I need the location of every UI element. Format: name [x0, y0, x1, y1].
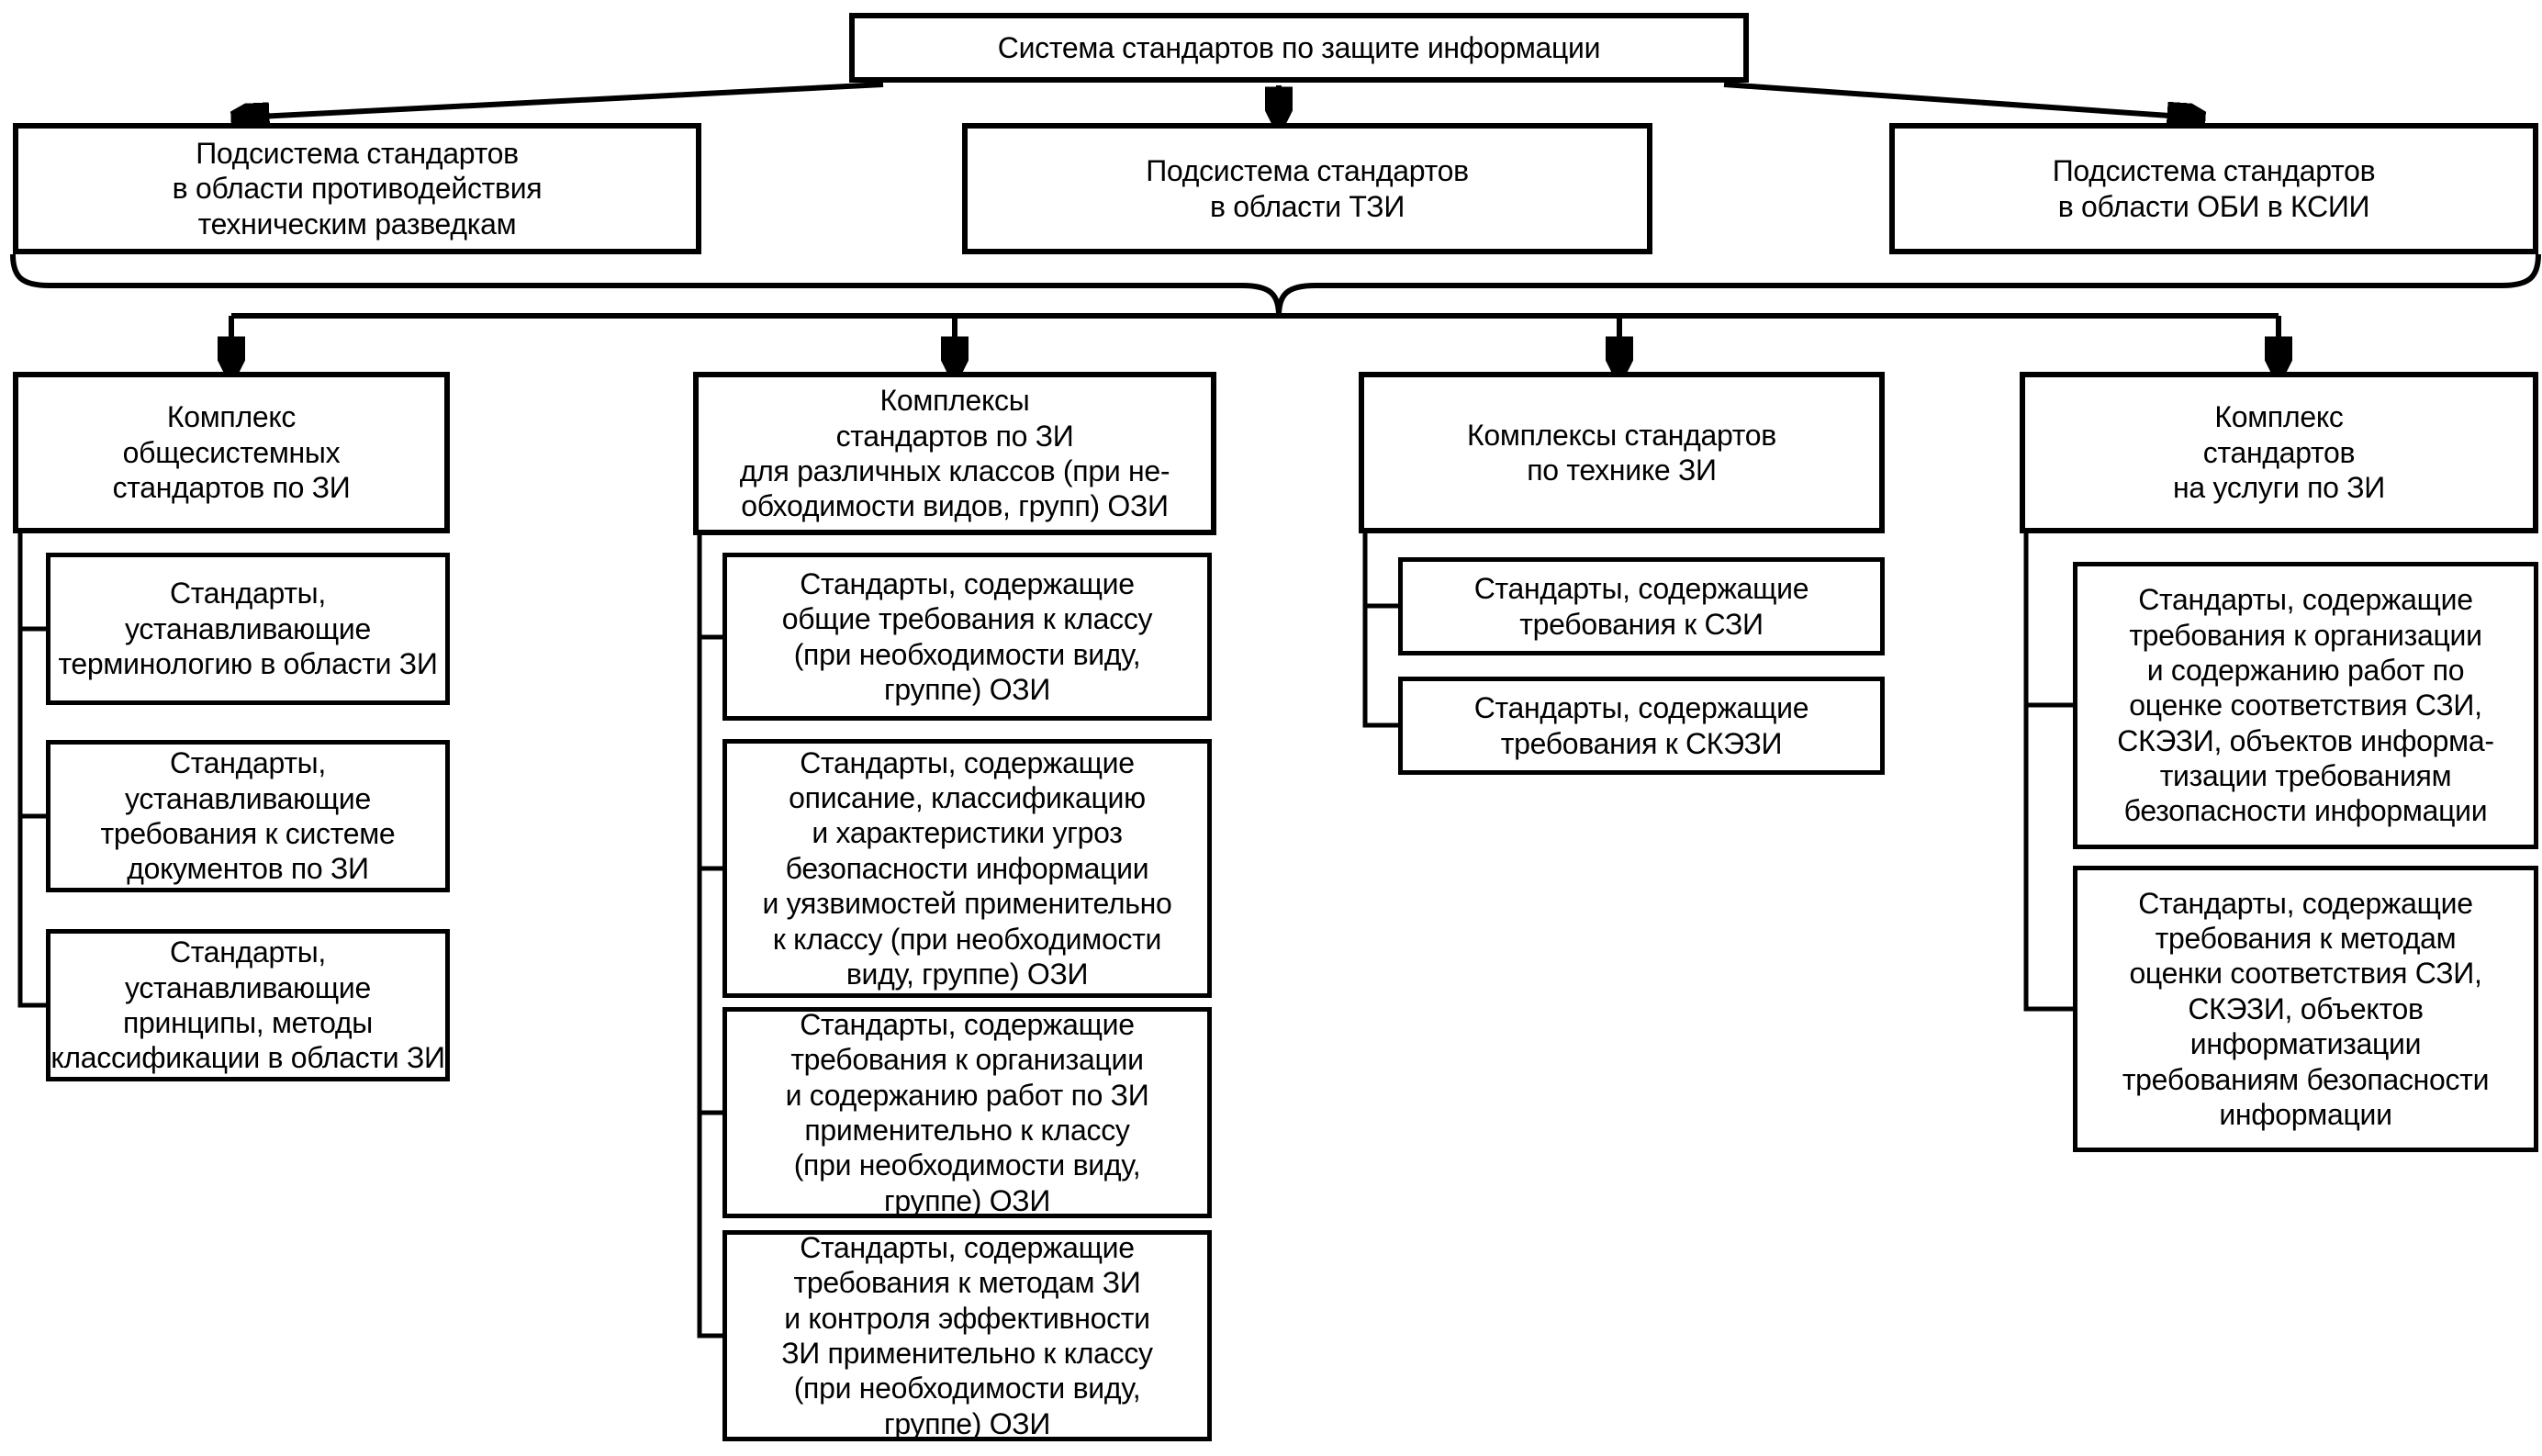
- complex-2-child-methods-control: Стандарты, содержащие требования к метод…: [722, 1230, 1212, 1441]
- complex-2-child-general-requirements: Стандарты, содержащие общие требования к…: [722, 553, 1212, 721]
- complex-1-child-document-system: Стандарты, устанавливающие требования к …: [46, 740, 450, 892]
- complex-3-child-skezi: Стандарты, содержащие требования к СКЭЗИ: [1398, 677, 1885, 775]
- complex-1-connector: [17, 531, 48, 1008]
- complex-4-header: Комплекс стандартов на услуги по ЗИ: [2020, 372, 2538, 533]
- complex-4-child-conformity-methods: Стандарты, содержащие требования к метод…: [2073, 866, 2538, 1152]
- complex-2-connector: [697, 532, 724, 1338]
- complex-2-child-threats: Стандарты, содержащие описание, классифи…: [722, 739, 1212, 998]
- subsystem-box-obi-ksii: Подсистема стандартов в области ОБИ в КС…: [1889, 123, 2538, 254]
- subsystem-brace: [10, 253, 2541, 317]
- complex-1-child-classification: Стандарты, устанавливающие принципы, мет…: [46, 929, 450, 1081]
- root-to-subsystem-arrows: [241, 82, 2196, 118]
- complex-3-connector: [1362, 532, 1400, 728]
- complex-1-header: Комплекс общесистемных стандартов по ЗИ: [13, 372, 450, 533]
- complex-4-child-conformity-work: Стандарты, содержащие требования к орган…: [2073, 562, 2538, 849]
- complex-2-header: Комплексы стандартов по ЗИ для различных…: [693, 372, 1216, 535]
- root-box: Система стандартов по защите информации: [849, 13, 1749, 83]
- distribution-line-and-arrows: [231, 313, 2279, 365]
- complex-1-child-terminology: Стандарты, устанавливающие терминологию …: [46, 553, 450, 705]
- complex-3-child-szi: Стандарты, содержащие требования к СЗИ: [1398, 557, 1885, 655]
- complex-3-header: Комплексы стандартов по технике ЗИ: [1359, 372, 1885, 533]
- complex-2-child-work-organization: Стандарты, содержащие требования к орган…: [722, 1007, 1212, 1218]
- subsystem-box-tzi: Подсистема стандартов в области ТЗИ: [962, 123, 1652, 254]
- subsystem-box-counter-tech-intel: Подсистема стандартов в области противод…: [13, 123, 701, 254]
- complex-4-connector: [2023, 532, 2075, 1012]
